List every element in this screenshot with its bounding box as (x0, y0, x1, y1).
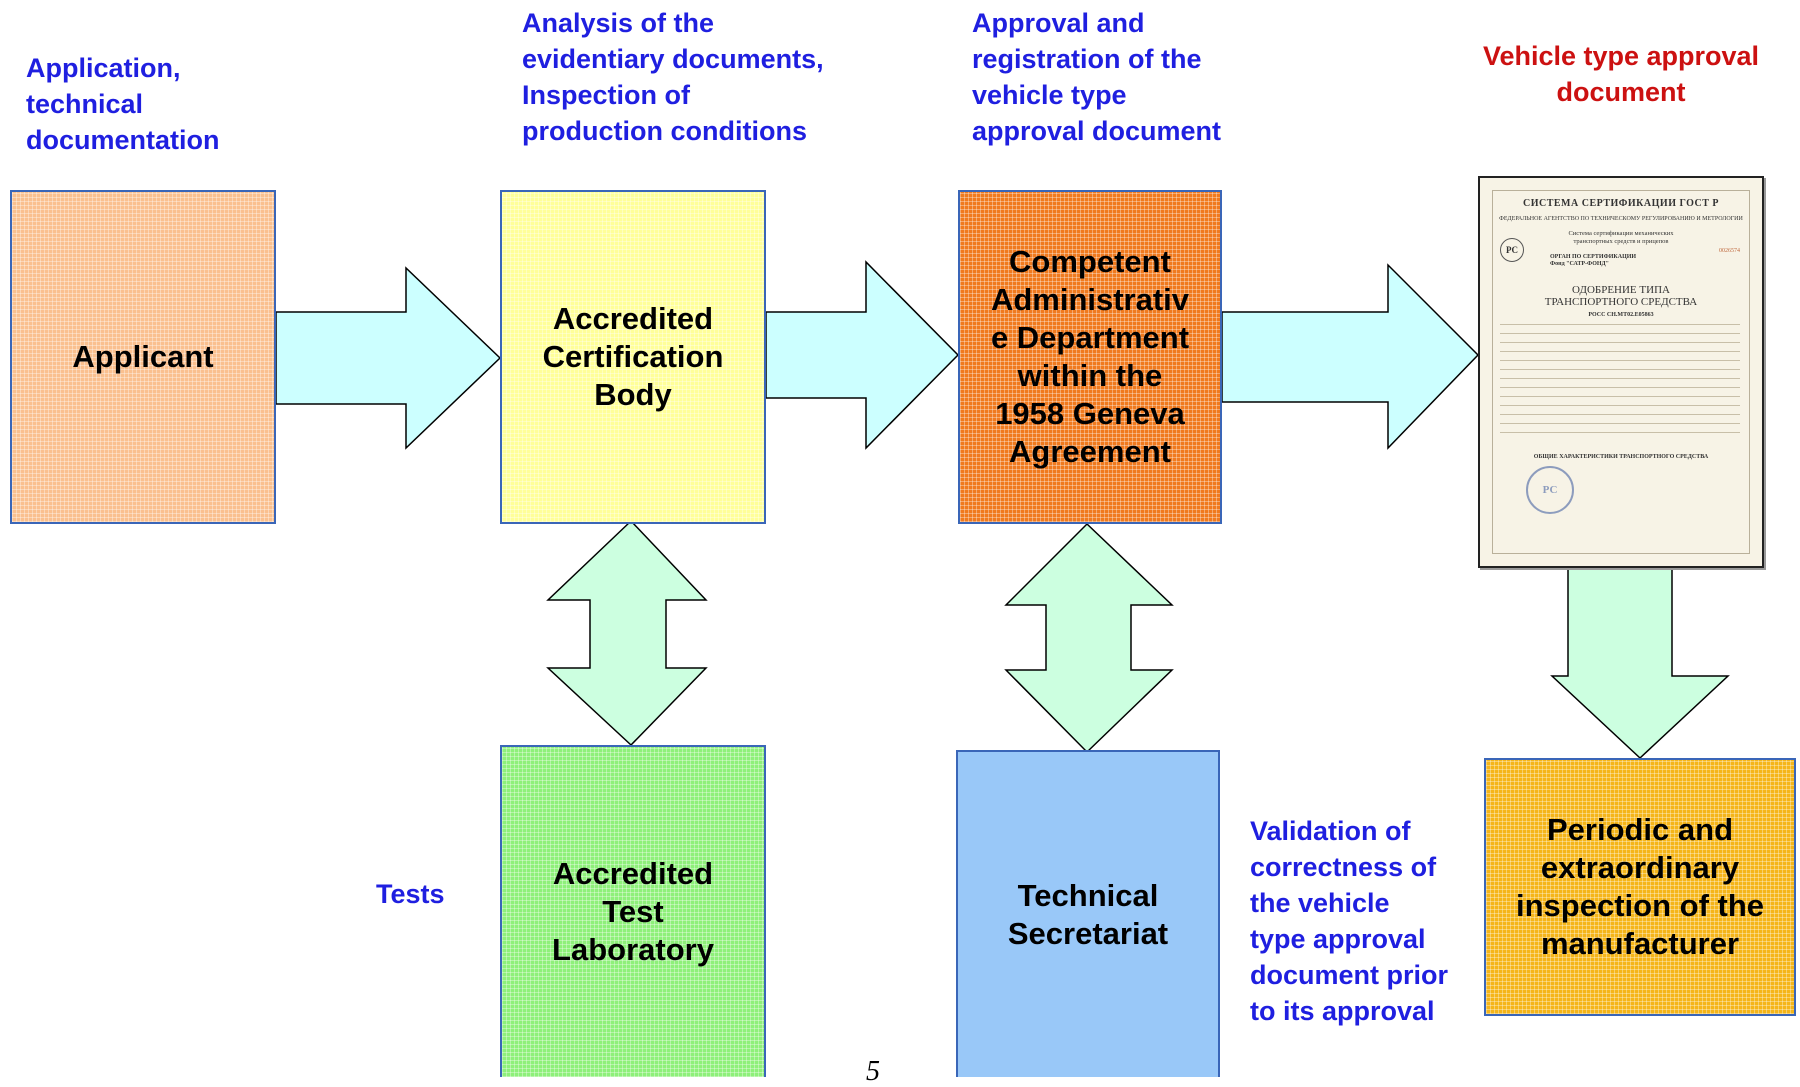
arrow-applicant-to-certification (275, 266, 502, 450)
certificate-approval-title: ОДОБРЕНИЕ ТИПА ТРАНСПОРТНОГО СРЕДСТВА (1544, 284, 1698, 308)
double-arrow-certification-laboratory (546, 519, 708, 747)
certificate-system-title: СИСТЕМА СЕРТИФИКАЦИИ ГОСТ Р (1523, 198, 1719, 209)
double-arrow-department-secretariat (1004, 522, 1174, 754)
caption-validation: Validation of correctness of the vehicle… (1250, 816, 1449, 1026)
caption-approval-registration: Approval and registration of the vehicle… (972, 8, 1222, 146)
box-applicant: Applicant (10, 190, 276, 524)
caption-analysis-inspection: Analysis of the evidentiary documents, I… (522, 8, 824, 146)
box-test-laboratory: Accredited Test Laboratory (500, 745, 766, 1077)
certificate-number: РОСС СН.МТ02.Е05863 (1588, 312, 1654, 318)
vehicle-type-approval-certificate: СИСТЕМА СЕРТИФИКАЦИИ ГОСТ Р ФЕДЕРАЛЬНОЕ … (1478, 176, 1764, 568)
caption-tests: Tests (376, 879, 445, 909)
certificate-characteristics-heading: ОБЩИЕ ХАРАКТЕРИСТИКИ ТРАНСПОРТНОГО СРЕДС… (1533, 454, 1709, 460)
certificate-field-rows (1500, 324, 1740, 441)
caption-vehicle-type-approval-document: Vehicle type approval document (1482, 41, 1760, 107)
certificate-serial: 0026574 (1719, 248, 1740, 254)
certificate-logo-icon: РС (1500, 238, 1524, 262)
arrow-department-to-document (1221, 263, 1480, 450)
arrow-document-to-inspection (1550, 567, 1730, 760)
page-number: 5 (866, 1056, 880, 1087)
box-certification-body: Accredited Certification Body (500, 190, 766, 524)
certificate-seal-icon: РС (1526, 466, 1574, 514)
certificate-subsystem: Система сертификации механических трансп… (1568, 230, 1674, 245)
box-competent-department: Competent Administrativ e Department wit… (958, 190, 1222, 524)
certificate-frame (1492, 190, 1750, 554)
box-technical-secretariat: Technical Secretariat (956, 750, 1220, 1077)
certificate-agency: ФЕДЕРАЛЬНОЕ АГЕНТСТВО ПО ТЕХНИЧЕСКОМУ РЕ… (1499, 216, 1743, 222)
box-periodic-inspection: Periodic and extraordinary inspection of… (1484, 758, 1796, 1016)
arrow-certification-to-department (765, 260, 960, 450)
caption-application-documentation: Application, technical documentation (26, 53, 220, 155)
certificate-organ: ОРГАН ПО СЕРТИФИКАЦИИ Фонд "САТР-ФОНД" (1550, 254, 1637, 267)
